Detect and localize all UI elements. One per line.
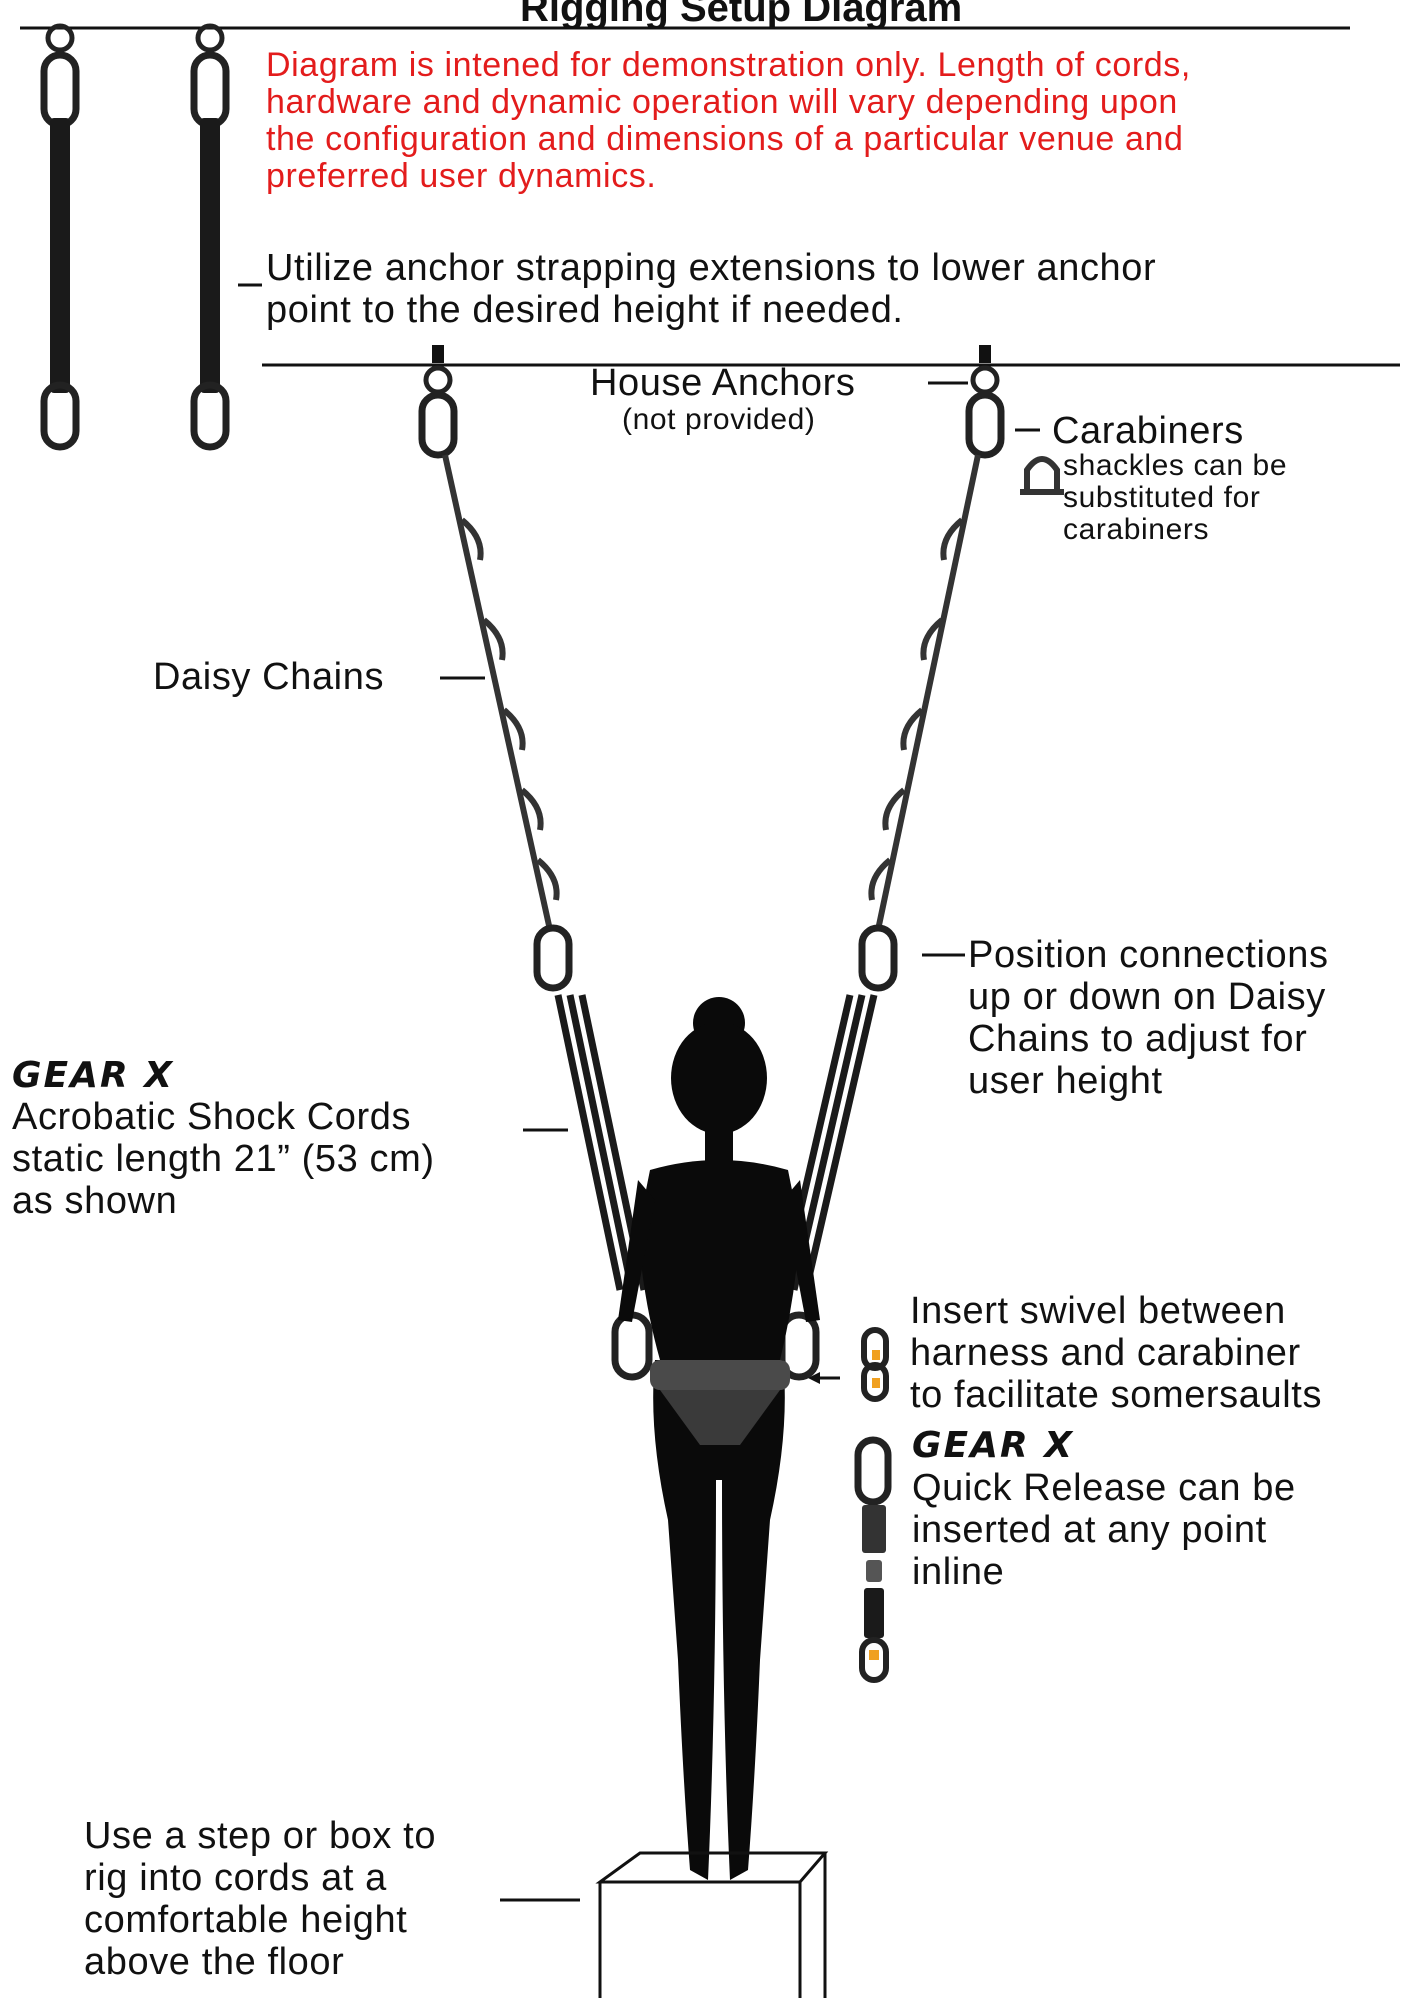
quick-release-line-3: inline	[912, 1551, 1296, 1593]
anchor-extension-strap-2	[194, 26, 226, 447]
swivel-note: Insert swivel between harness and carabi…	[910, 1290, 1322, 1416]
swivel-icon	[864, 1330, 886, 1399]
connection-carabiner-left	[537, 928, 569, 988]
extension-note-line-2: point to the desired height if needed.	[266, 289, 1156, 331]
position-note-line-2: up or down on Daisy	[968, 976, 1329, 1018]
swivel-note-line-1: Insert swivel between	[910, 1290, 1322, 1332]
connection-carabiner-right	[862, 928, 894, 988]
shock-cords-label: Acrobatic Shock Cords static length 21” …	[12, 1096, 435, 1222]
extension-note: Utilize anchor strapping extensions to l…	[266, 247, 1156, 331]
disclaimer-text: Diagram is intened for demonstration onl…	[266, 47, 1191, 195]
daisy-chain-left	[445, 455, 557, 930]
quick-release-line-2: inserted at any point	[912, 1509, 1296, 1551]
position-note-line-3: Chains to adjust for	[968, 1018, 1329, 1060]
daisy-chains-label: Daisy Chains	[153, 656, 384, 698]
position-note: Position connections up or down on Daisy…	[968, 934, 1329, 1102]
anchor-extension-strap-1	[44, 26, 76, 447]
disclaimer-line-4: preferred user dynamics.	[266, 158, 1191, 195]
house-anchor-left	[422, 345, 454, 455]
page-title: Rigging Setup Diagram	[520, 0, 962, 31]
gear-x-logo-shock-cords: GEAR X	[12, 1055, 174, 1096]
extension-note-line-1: Utilize anchor strapping extensions to l…	[266, 247, 1156, 289]
quick-release-icon	[858, 1440, 888, 1680]
shackle-icon	[1020, 459, 1064, 492]
carabiners-note: shackles can be substituted for carabine…	[1063, 450, 1287, 546]
harness-carabiner-left	[615, 1315, 649, 1377]
position-note-line-4: user height	[968, 1060, 1329, 1102]
quick-release-label: Quick Release can be inserted at any poi…	[912, 1467, 1296, 1593]
step-note-line-2: rig into cords at a	[84, 1857, 436, 1899]
carabiners-note-line-3: carabiners	[1063, 514, 1287, 546]
gear-x-logo-quick-release: GEAR X	[912, 1425, 1074, 1466]
shock-cords-line-3: as shown	[12, 1180, 435, 1222]
swivel-note-line-3: to facilitate somersaults	[910, 1374, 1322, 1416]
disclaimer-line-2: hardware and dynamic operation will vary…	[266, 84, 1191, 121]
step-note-line-4: above the floor	[84, 1941, 436, 1983]
carabiners-note-line-2: substituted for	[1063, 482, 1287, 514]
daisy-chain-right	[871, 455, 978, 930]
step-note: Use a step or box to rig into cords at a…	[84, 1815, 436, 1983]
step-note-line-3: comfortable height	[84, 1899, 436, 1941]
carabiners-label: Carabiners	[1052, 410, 1244, 452]
house-anchor-right	[969, 345, 1001, 455]
shock-cords-line-1: Acrobatic Shock Cords	[12, 1096, 435, 1138]
step-box	[600, 1853, 825, 1998]
position-note-line-1: Position connections	[968, 934, 1329, 976]
disclaimer-line-3: the configuration and dimensions of a pa…	[266, 121, 1191, 158]
disclaimer-line-1: Diagram is intened for demonstration onl…	[266, 47, 1191, 84]
swivel-note-line-2: harness and carabiner	[910, 1332, 1322, 1374]
house-anchors-note: (not provided)	[622, 404, 816, 436]
carabiners-note-line-1: shackles can be	[1063, 450, 1287, 482]
shock-cords-line-2: static length 21” (53 cm)	[12, 1138, 435, 1180]
house-anchors-label: House Anchors	[590, 362, 856, 404]
quick-release-line-1: Quick Release can be	[912, 1467, 1296, 1509]
step-note-line-1: Use a step or box to	[84, 1815, 436, 1857]
